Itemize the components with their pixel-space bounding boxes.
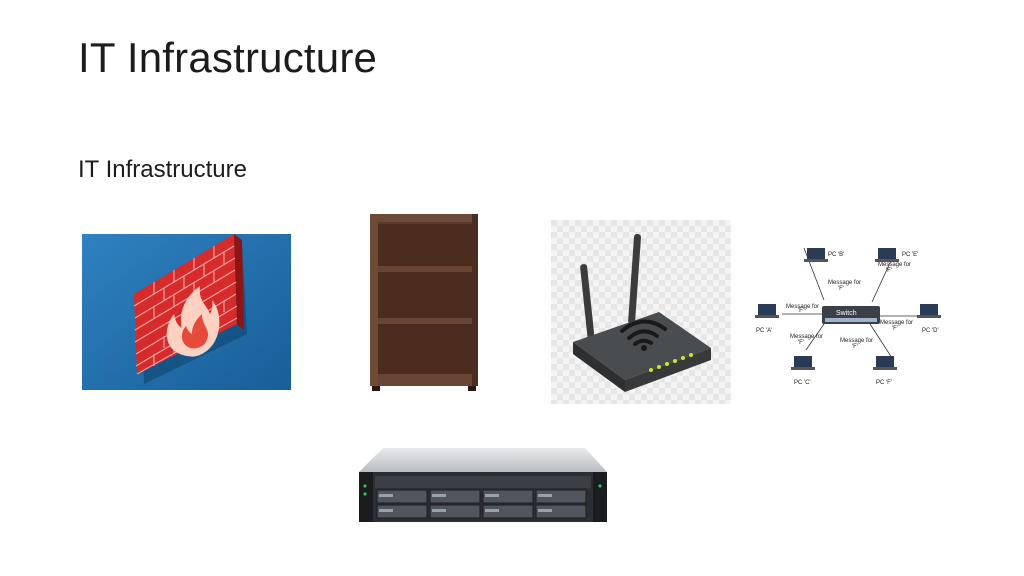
- message-target-2: 'F': [886, 268, 892, 274]
- message-label-5: Message for: [790, 334, 823, 340]
- laptop-icon: [804, 248, 828, 262]
- wifi-router-image: [551, 220, 731, 404]
- network-switch-diagram: Switch: [752, 240, 956, 392]
- bookshelf-image: [368, 212, 480, 392]
- message-label-1: Message for: [828, 280, 861, 286]
- message-label-3: Message for: [786, 304, 819, 310]
- pc-d-label: PC 'D': [922, 328, 939, 334]
- pc-e-label: PC 'E': [902, 252, 918, 258]
- bookshelf-icon: [370, 214, 478, 391]
- pc-b-label: PC 'B': [828, 252, 844, 258]
- slide-subtitle: IT Infrastructure: [78, 156, 247, 183]
- pc-c-label: PC 'C': [794, 380, 811, 386]
- message-target-4: 'F': [892, 326, 898, 332]
- firewall-image: [82, 234, 291, 390]
- rack-server-image: [355, 446, 610, 528]
- pc-f-label: PC 'F': [876, 380, 892, 386]
- message-target-5: 'F': [798, 340, 804, 346]
- message-label-4: Message for: [880, 320, 913, 326]
- message-target-3: 'F': [798, 308, 804, 314]
- slide-title: IT Infrastructure: [78, 34, 378, 81]
- wifi-router-icon: [551, 220, 731, 404]
- switch-label: Switch: [836, 310, 857, 317]
- firewall-icon: [82, 234, 291, 390]
- rack-server-icon: [359, 448, 607, 522]
- message-label-2: Message for: [878, 262, 911, 268]
- pc-a-label: PC 'A': [756, 328, 772, 334]
- message-target-1: 'F': [838, 286, 844, 292]
- message-label-6: Message for: [840, 338, 873, 344]
- message-target-6: 'F': [852, 344, 858, 350]
